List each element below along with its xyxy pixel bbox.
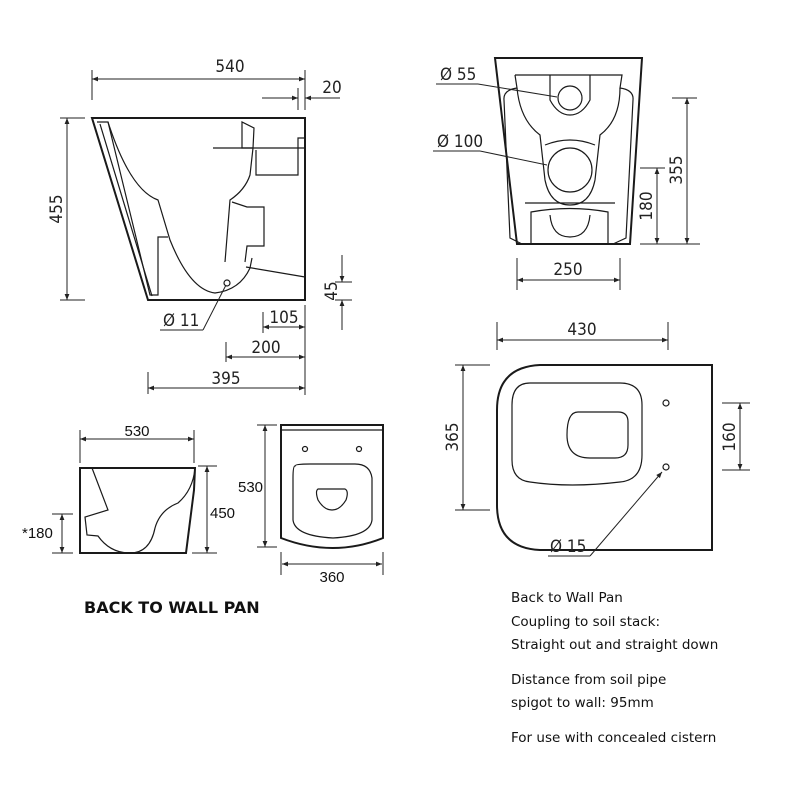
dim-355: 355 [667, 155, 687, 184]
note-line: For use with concealed cistern [511, 729, 717, 746]
dim-530-seat: 530 [238, 479, 263, 496]
dim-20: 20 [322, 78, 341, 98]
dim-365: 365 [443, 422, 463, 451]
dim-105: 105 [269, 308, 298, 328]
dim-dia-100: Ø 100 [437, 132, 483, 152]
note-line: spigot to wall: 95mm [511, 695, 654, 711]
dim-530-side: 530 [124, 423, 149, 440]
dim-dia-55: Ø 55 [440, 65, 476, 85]
dim-450: 450 [210, 505, 235, 522]
dim-250: 250 [553, 260, 582, 280]
dim-180: 180 [637, 191, 657, 220]
dim-540: 540 [215, 57, 244, 77]
side-section-view: 540 20 455 45 Ø 11 105 200 395 [47, 57, 352, 395]
dim-395: 395 [211, 369, 240, 389]
rear-view: Ø 55 Ø 100 250 180 355 [433, 57, 700, 290]
dim-455: 455 [47, 194, 67, 223]
seat-view: 530 360 [238, 424, 384, 586]
dim-dia-15: Ø 15 [550, 537, 586, 557]
top-view: 430 365 160 Ø 15 [443, 320, 750, 557]
product-title: BACK TO WALL PAN [84, 598, 260, 617]
product-notes: Back to Wall Pan Coupling to soil stack:… [511, 587, 718, 750]
dim-200: 200 [251, 338, 280, 358]
note-line: Coupling to soil stack: [511, 613, 661, 630]
dim-160: 160 [720, 422, 740, 451]
note-line: Straight out and straight down [511, 637, 719, 653]
note-line: Back to Wall Pan [511, 590, 623, 606]
dim-430: 430 [567, 320, 596, 340]
dim-dia-11: Ø 11 [163, 311, 199, 331]
dim-180-side: *180 [22, 525, 53, 542]
note-line: Distance from soil pipe [511, 671, 667, 688]
side-elevation: 530 450 *180 [22, 423, 235, 554]
dim-360: 360 [319, 569, 344, 586]
dim-45: 45 [322, 281, 342, 300]
